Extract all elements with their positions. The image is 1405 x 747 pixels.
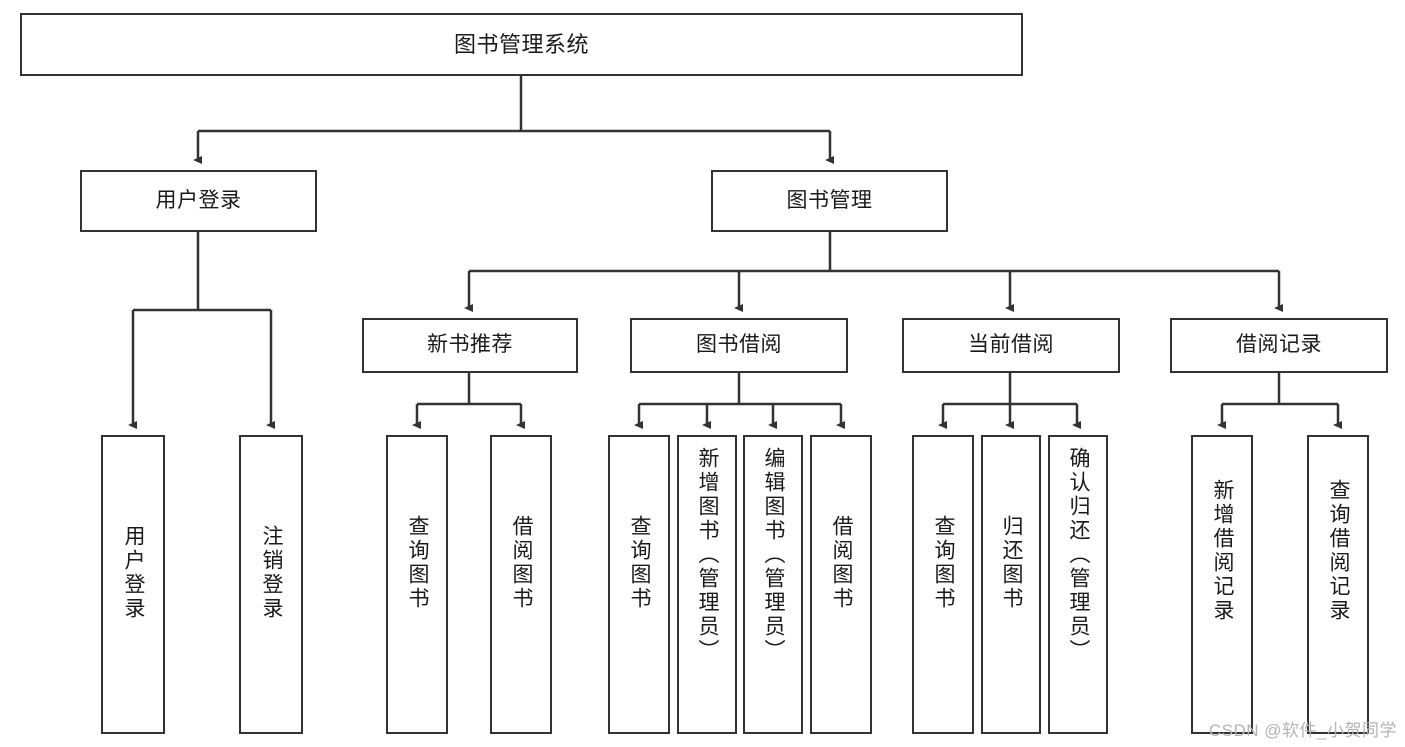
node-label: 查询借阅记录: [1327, 479, 1351, 623]
node-label: 图书借阅: [696, 333, 782, 357]
leaf-edit-book-admin[interactable]: 编辑图书（管理员）: [743, 435, 803, 734]
node-new-book-recommend[interactable]: 新书推荐: [362, 318, 578, 373]
node-label: 借阅图书: [510, 515, 534, 611]
node-label: 确认归还（管理员）: [1067, 447, 1091, 663]
node-label: 当前借阅: [968, 333, 1054, 357]
node-label: 归还图书: [1000, 515, 1024, 611]
leaf-add-borrow-record[interactable]: 新增借阅记录: [1191, 435, 1253, 734]
node-label: 用户登录: [122, 525, 146, 621]
node-label: 查询图书: [406, 515, 430, 611]
watermark-text: CSDN @软件_小贺同学: [1208, 721, 1397, 740]
node-label: 新增借阅记录: [1211, 479, 1235, 623]
leaf-query-books-borrow[interactable]: 查询图书: [608, 435, 670, 734]
leaf-user-login[interactable]: 用户登录: [101, 435, 165, 734]
node-label: 编辑图书（管理员）: [762, 447, 786, 663]
node-label: 借阅记录: [1236, 333, 1322, 357]
node-label: 图书管理系统: [453, 31, 589, 57]
node-label: 用户登录: [155, 188, 242, 212]
leaf-add-book-admin[interactable]: 新增图书（管理员）: [677, 435, 737, 734]
node-borrow-record[interactable]: 借阅记录: [1170, 318, 1388, 373]
node-label: 借阅图书: [830, 515, 854, 611]
node-book-management[interactable]: 图书管理: [711, 170, 948, 232]
node-label: 图书管理: [786, 188, 873, 212]
leaf-return-books[interactable]: 归还图书: [981, 435, 1041, 734]
leaf-query-books-recommend[interactable]: 查询图书: [386, 435, 448, 734]
node-label: 新增图书（管理员）: [696, 447, 720, 663]
node-user-login[interactable]: 用户登录: [80, 170, 317, 232]
node-label: 注销登录: [260, 525, 284, 621]
node-label: 新书推荐: [427, 333, 513, 357]
node-label: 查询图书: [628, 515, 652, 611]
node-root-book-management-system[interactable]: 图书管理系统: [20, 13, 1023, 76]
node-current-borrow[interactable]: 当前借阅: [902, 318, 1120, 373]
node-label: 查询图书: [932, 515, 956, 611]
leaf-query-borrow-record[interactable]: 查询借阅记录: [1307, 435, 1369, 734]
leaf-query-books-current[interactable]: 查询图书: [912, 435, 974, 734]
leaf-borrow-books-recommend[interactable]: 借阅图书: [490, 435, 552, 734]
leaf-borrow-books-borrow[interactable]: 借阅图书: [810, 435, 872, 734]
leaf-confirm-return-admin[interactable]: 确认归还（管理员）: [1048, 435, 1108, 734]
leaf-logout-login[interactable]: 注销登录: [239, 435, 303, 734]
node-book-borrow[interactable]: 图书借阅: [630, 318, 848, 373]
